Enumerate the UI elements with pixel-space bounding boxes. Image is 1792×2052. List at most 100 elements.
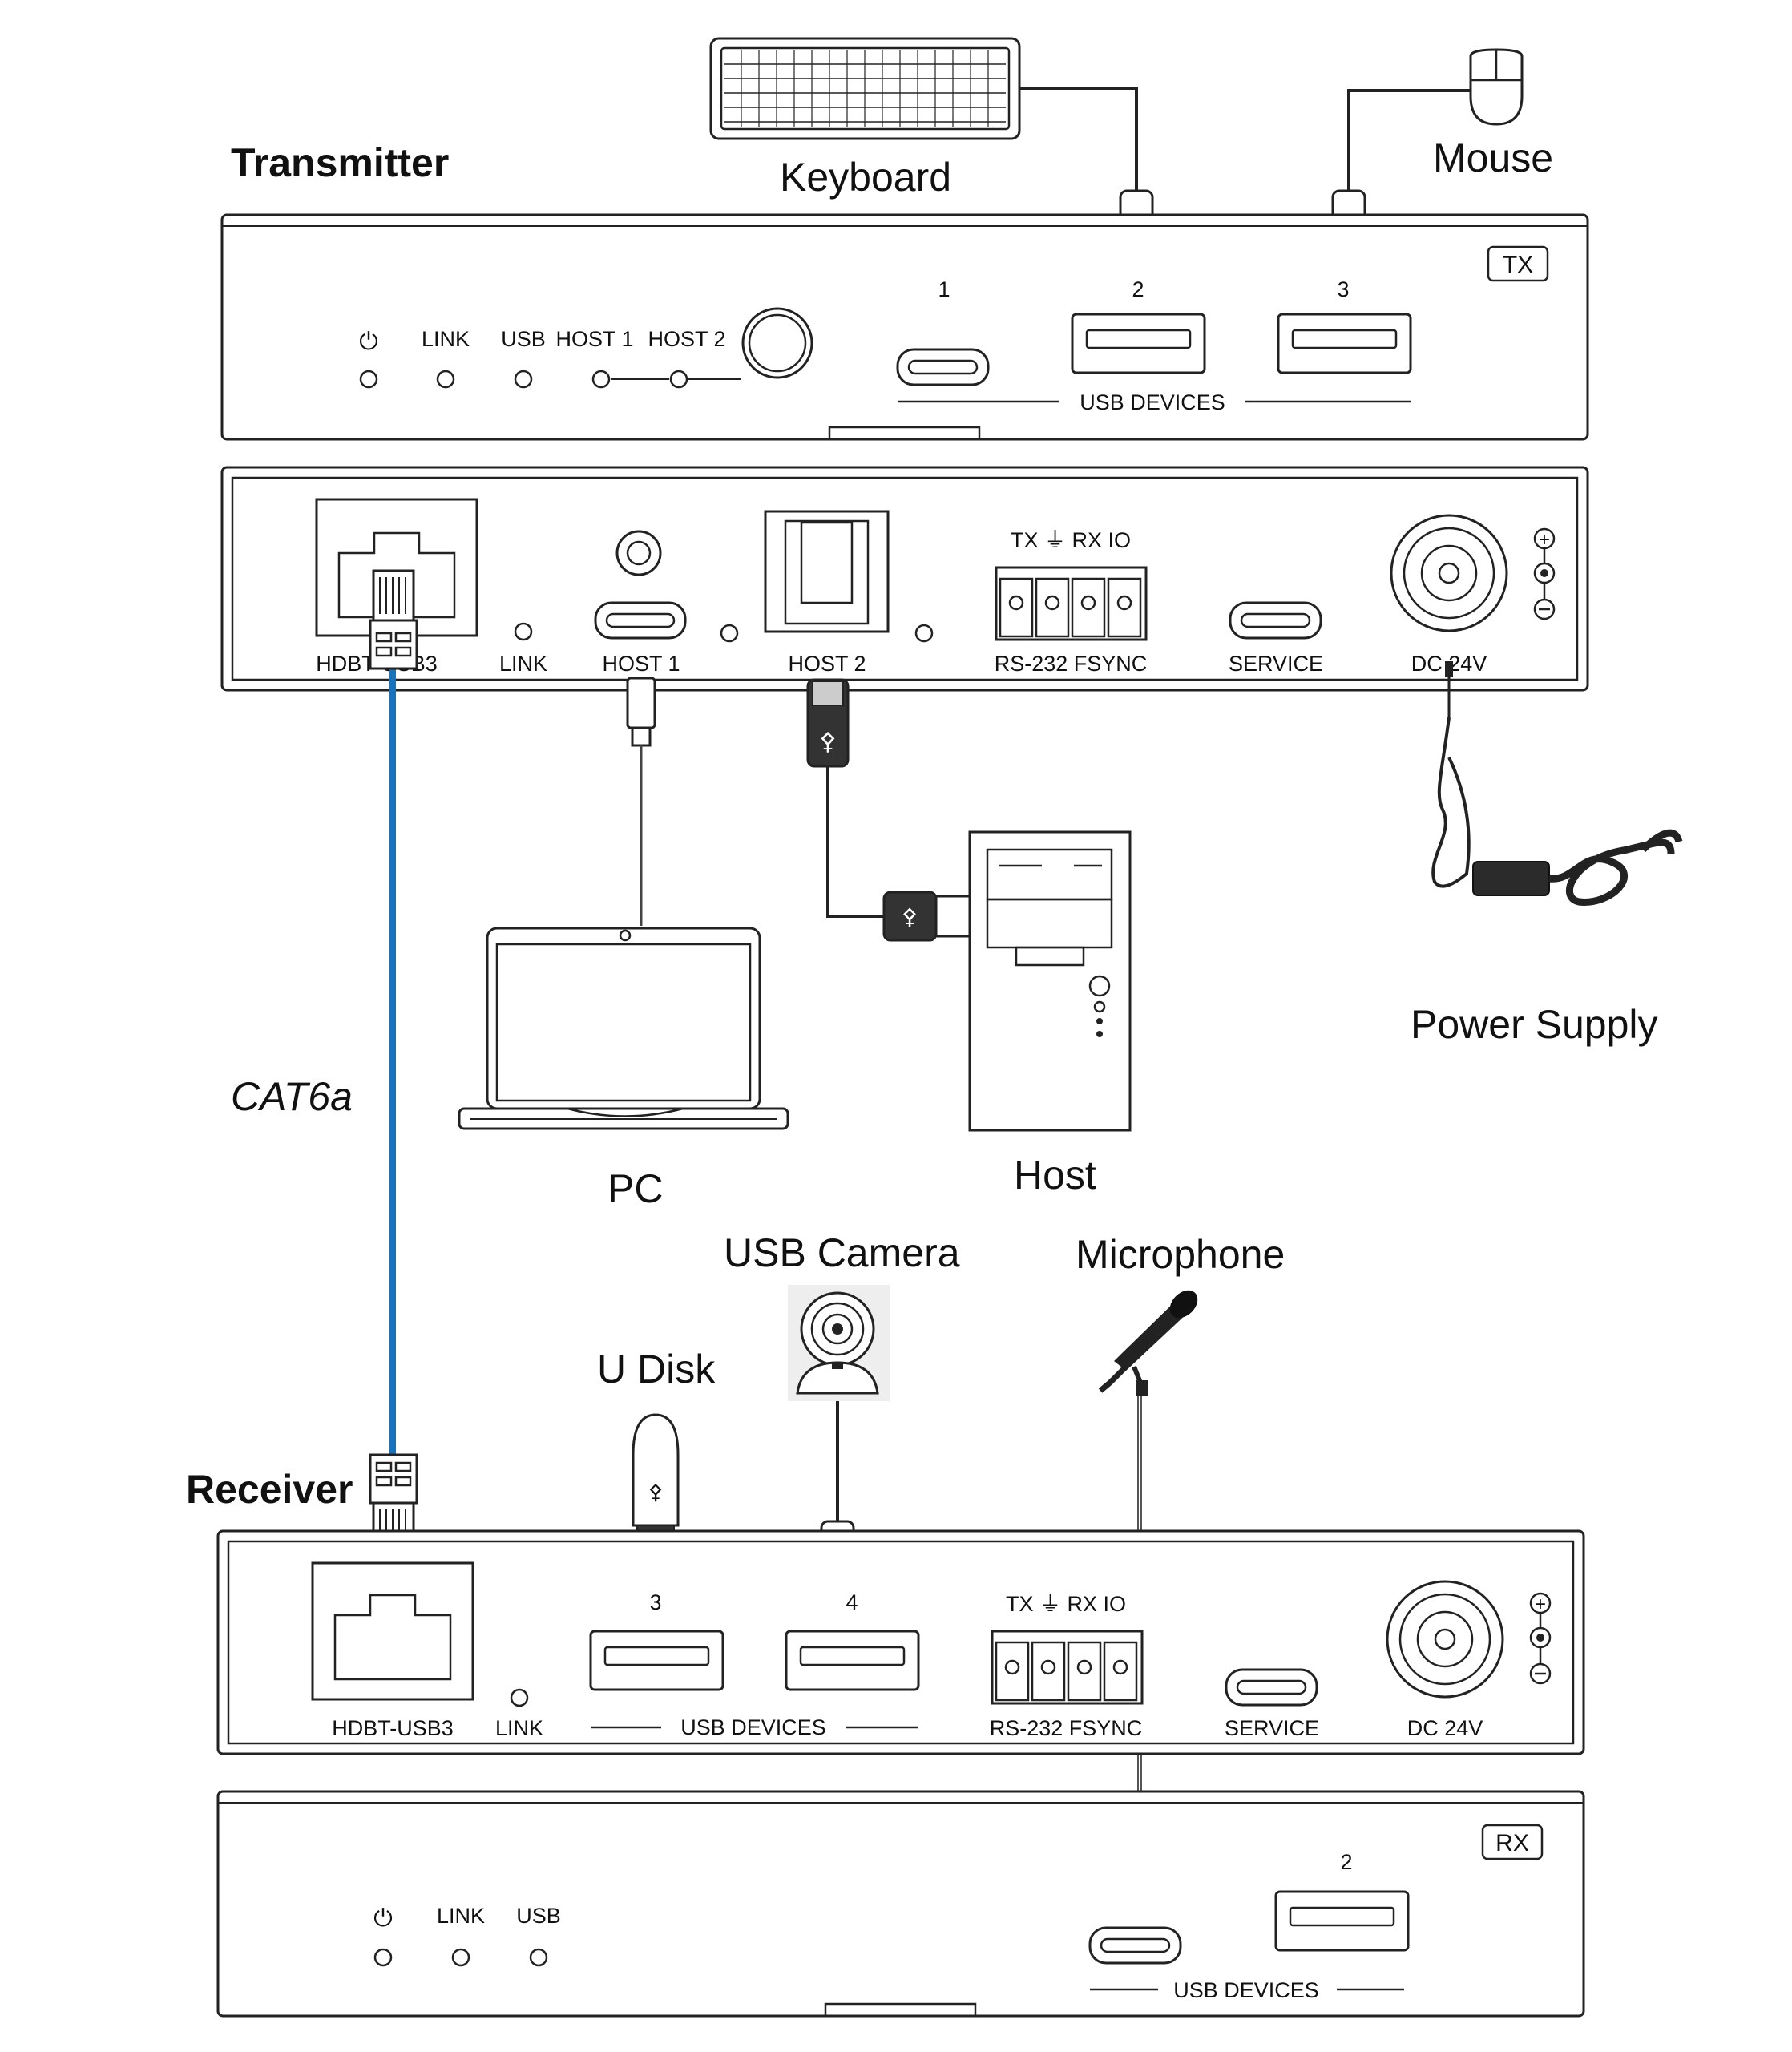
svg-text:+: + — [1539, 529, 1550, 551]
rx-usb-a-port-3[interactable] — [589, 1630, 724, 1691]
usb-a-plug-host: ⚴ — [882, 891, 971, 942]
rj45-plug-rx — [369, 1453, 418, 1554]
svg-text:⚴: ⚴ — [819, 729, 837, 755]
tx-host1-usb-c-port[interactable] — [594, 601, 687, 640]
tx-host2-usb-b-port[interactable] — [764, 510, 890, 633]
tx-usb-devices-label: USB DEVICES — [1080, 390, 1225, 414]
rx-hdbt-rj45-port[interactable] — [311, 1561, 474, 1701]
rx-usb-led — [529, 1948, 548, 1967]
rx-usb-c-port[interactable] — [1088, 1926, 1182, 1965]
u-disk-label: U Disk — [597, 1347, 716, 1392]
pc-label: PC — [607, 1166, 663, 1211]
rx-power-led — [373, 1948, 393, 1967]
mouse-label: Mouse — [1433, 135, 1553, 180]
tx-port-number-3: 3 — [1337, 277, 1349, 301]
receiver-title: Receiver — [186, 1467, 353, 1512]
tx-serial-pins-label: TX ⏚ RX IO — [1011, 528, 1131, 552]
rx-front-usb-devices-label: USB DEVICES — [1173, 1978, 1319, 2002]
rx-front-panel — [216, 1790, 1585, 2018]
usb-c-plug-pc — [626, 677, 656, 747]
rx-usb-devices-label: USB DEVICES — [680, 1715, 826, 1739]
usb-b-plug-host2: ⚴ — [806, 678, 850, 768]
transmitter-title: Transmitter — [231, 140, 449, 185]
power-symbol: ⏻ — [359, 329, 378, 355]
mouse-icon — [1469, 48, 1524, 126]
mouse-cable — [1347, 89, 1471, 191]
tx-usb-a-port-2[interactable] — [1071, 313, 1206, 374]
rx-usb-a-port-4[interactable] — [785, 1630, 920, 1691]
usb-led — [514, 370, 533, 389]
led-label-link: LINK — [422, 327, 470, 351]
tx-rear-link-led — [514, 622, 533, 641]
rx-polarity-icon: + — [1529, 1592, 1552, 1685]
keyboard-label: Keyboard — [780, 155, 951, 200]
keyboard-icon — [709, 37, 1021, 140]
keyboard-cable — [1019, 87, 1138, 191]
rx-front-port-number-2: 2 — [1340, 1850, 1352, 1874]
tx-badge-text: TX — [1503, 252, 1533, 278]
rx-led-label-usb: USB — [516, 1904, 561, 1928]
rx-dc-power-jack[interactable] — [1386, 1580, 1504, 1699]
rx-port-number-4: 4 — [846, 1590, 858, 1614]
tx-front-panel — [220, 213, 1589, 441]
tx-host2-label: HOST 2 — [788, 652, 866, 676]
cat6a-label: CAT6a — [231, 1074, 353, 1119]
usb-camera-label: USB Camera — [724, 1230, 960, 1275]
tx-polarity-icon: + — [1533, 527, 1556, 620]
tx-rs232-label: RS-232 FSYNC — [995, 652, 1148, 676]
rx-link-led — [451, 1948, 470, 1967]
svg-text:⚴: ⚴ — [902, 904, 918, 929]
tx-port-number-1: 1 — [938, 277, 950, 301]
usb-camera-icon — [788, 1285, 890, 1401]
led-label-host2: HOST 2 — [648, 327, 725, 351]
tx-host1-screw — [615, 530, 662, 576]
host1-led — [591, 370, 611, 389]
rx-rs232-label: RS-232 FSYNC — [990, 1716, 1143, 1740]
rx-badge: RX — [1481, 1824, 1544, 1860]
tx-rs232-terminal-block[interactable] — [995, 566, 1148, 641]
laptop-icon — [458, 927, 789, 1130]
host-label: Host — [1014, 1153, 1096, 1198]
tx-status-leds — [359, 370, 741, 389]
rx-service-usb-c-port[interactable] — [1225, 1668, 1318, 1707]
tx-host-led-b — [914, 624, 934, 643]
rx-rear-link-label: LINK — [495, 1716, 543, 1740]
link-led — [436, 370, 455, 389]
tx-badge: TX — [1487, 245, 1549, 282]
tx-usb-a-port-3[interactable] — [1277, 313, 1412, 374]
microphone-label: Microphone — [1076, 1232, 1285, 1277]
power-supply-label: Power Supply — [1411, 1002, 1658, 1047]
rx-rear-link-led — [510, 1688, 529, 1707]
power-supply-icon — [1431, 661, 1683, 906]
host2-led — [669, 370, 688, 389]
rx-badge-text: RX — [1495, 1830, 1529, 1856]
rj45-plug-tx — [369, 569, 418, 670]
tx-usb-c-port-1[interactable] — [896, 348, 990, 386]
tx-host1-label: HOST 1 — [602, 652, 680, 676]
rx-service-label: SERVICE — [1225, 1716, 1319, 1740]
tx-rear-link-label: LINK — [499, 652, 547, 676]
rx-power-symbol: ⏻ — [373, 1905, 393, 1932]
host-cable — [826, 766, 888, 918]
tx-port-number-2: 2 — [1132, 277, 1144, 301]
led-label-host1: HOST 1 — [555, 327, 633, 351]
host-switch-button[interactable] — [741, 307, 813, 379]
rx-dc-label: DC 24V — [1407, 1716, 1483, 1740]
rx-port-number-3: 3 — [649, 1590, 661, 1614]
svg-text:+: + — [1535, 1594, 1546, 1615]
tx-service-label: SERVICE — [1229, 652, 1323, 676]
rx-hdbt-label: HDBT-USB3 — [332, 1716, 454, 1740]
rx-serial-pins-label: TX ⏚ RX IO — [1006, 1592, 1126, 1616]
tx-dc-power-jack[interactable] — [1390, 514, 1508, 632]
rx-status-leds — [373, 1948, 548, 1967]
led-label-usb: USB — [501, 327, 546, 351]
svg-text:⚴: ⚴ — [648, 1480, 663, 1504]
rx-led-label-link: LINK — [437, 1904, 485, 1928]
tx-service-usb-c-port[interactable] — [1229, 601, 1322, 640]
tx-host-led-a — [720, 624, 739, 643]
host-tower-icon — [968, 830, 1132, 1132]
rx-rs232-terminal-block[interactable] — [991, 1630, 1144, 1705]
power-led — [359, 370, 378, 389]
rx-usb-a-port-2[interactable] — [1274, 1890, 1410, 1952]
